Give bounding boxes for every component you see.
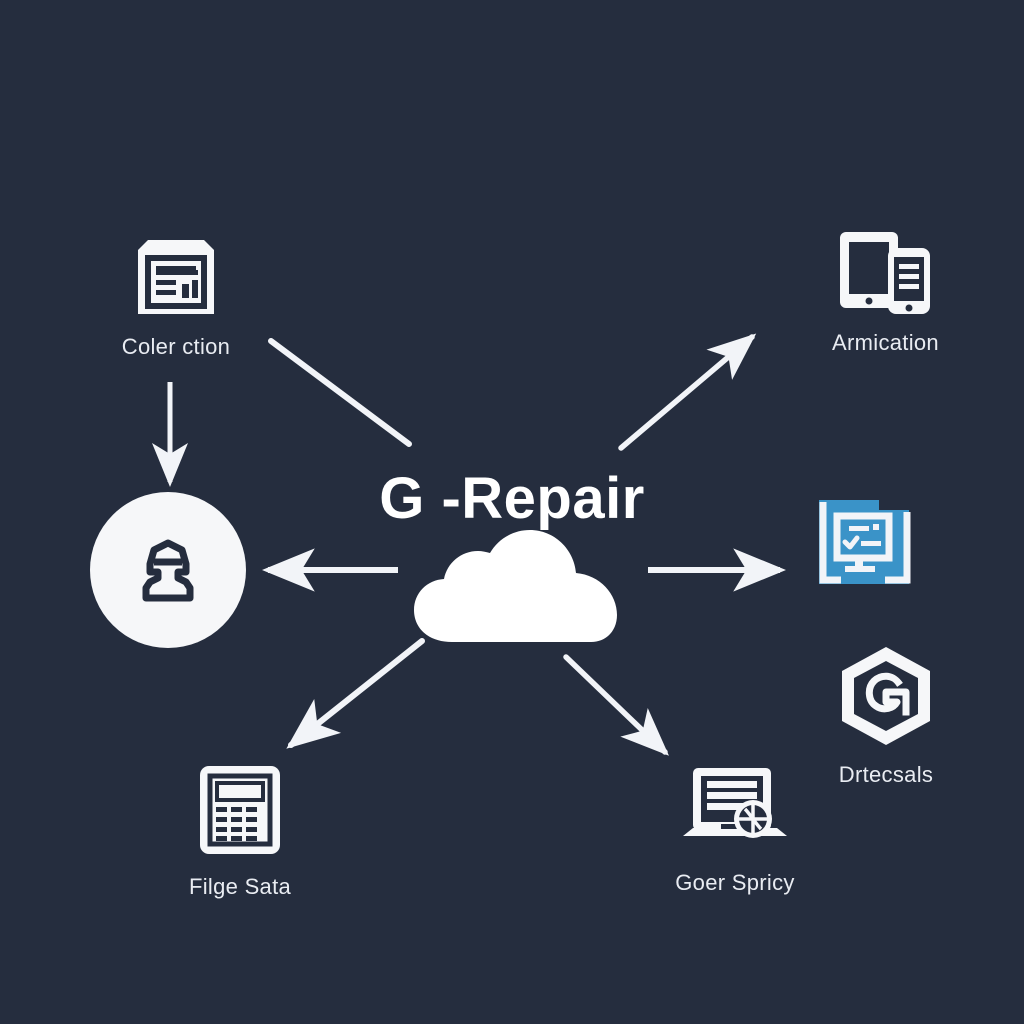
node-details-label: Drtecsals: [838, 762, 934, 787]
calculator-icon: [196, 764, 284, 856]
connector-center-to-bottom-right: [563, 654, 669, 756]
hexagon-gear-icon: [836, 644, 936, 748]
avatar-circle: [90, 492, 246, 648]
node-collection[interactable]: Coler ction: [96, 228, 256, 360]
node-details[interactable]: Drtecsals: [796, 644, 976, 788]
node-goer-spricy[interactable]: Goer Spricy: [645, 764, 825, 896]
monitor-checklist-icon: [811, 492, 919, 596]
connector-center-to-top-left: [268, 338, 412, 447]
calendar-report-icon: [130, 228, 222, 320]
technician-avatar-badge: [90, 492, 246, 648]
laptop-globe-icon: [679, 764, 791, 852]
technician-avatar-icon: [142, 539, 194, 602]
node-collection-label: Coler ction: [121, 334, 231, 359]
node-checklist[interactable]: [800, 492, 930, 596]
center-title: G -Repair: [379, 466, 645, 531]
tablet-phone-icon: [836, 228, 936, 316]
node-application-label: Armication: [832, 330, 939, 355]
node-file-data[interactable]: Filge Sata: [160, 764, 320, 900]
node-application[interactable]: Armication: [798, 228, 973, 356]
connector-center-to-bottom-left: [286, 638, 425, 749]
node-technician[interactable]: [88, 492, 248, 648]
node-goer-spricy-label: Goer Spricy: [675, 870, 795, 895]
node-file-data-label: Filge Sata: [188, 874, 292, 899]
cloud-icon: [404, 530, 634, 645]
connector-center-to-top-right: [618, 333, 757, 451]
